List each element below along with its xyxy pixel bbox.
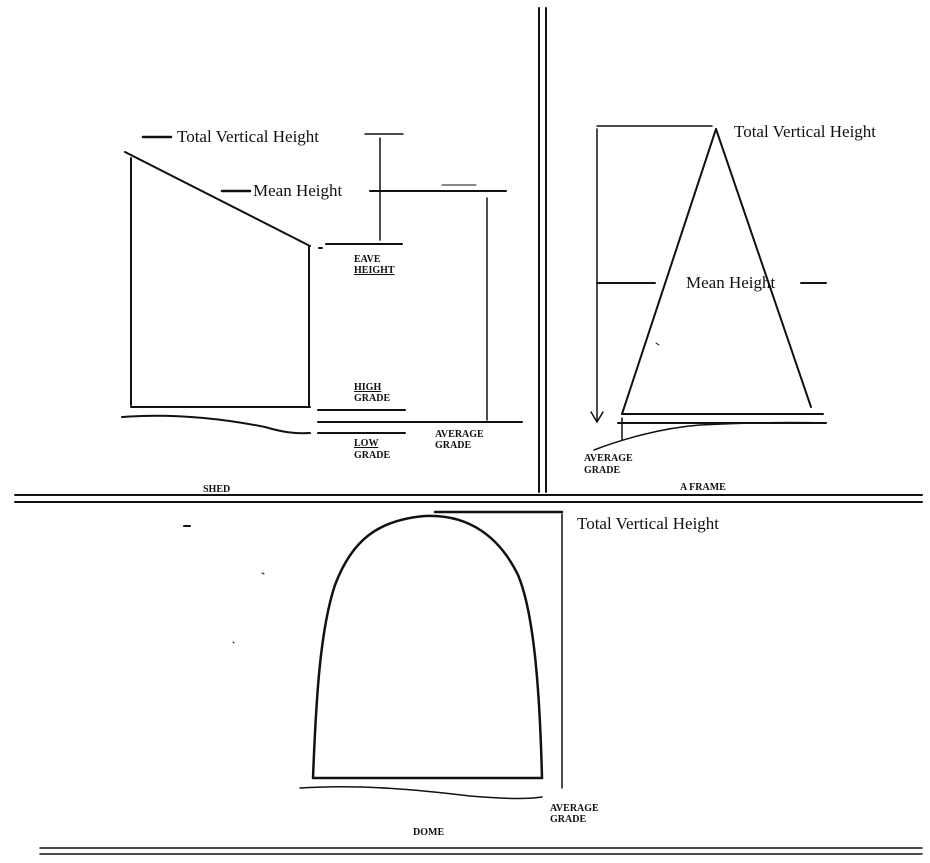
- aframe-average-label-line-2: GRADE: [584, 465, 620, 476]
- dome-total-height-label: Total Vertical Height: [577, 514, 719, 533]
- panel-dividers: [14, 7, 923, 855]
- dome-panel: Total Vertical Height AVERAGE GRADE DOME: [299, 510, 719, 838]
- aframe-dimension-lines: [590, 125, 827, 423]
- aframe-building-outline: [593, 128, 827, 451]
- aframe-panel: Total Vertical Height Mean Height AVERAG…: [584, 122, 876, 493]
- dome-dimension-lines: [433, 510, 564, 789]
- aframe-arrowhead-icon: [590, 411, 604, 423]
- aframe-mean-height-label: Mean Height: [686, 273, 776, 292]
- shed-panel: Total Vertical Height Mean Height EAVE H…: [121, 127, 523, 495]
- shed-low-label-line-1: LOW: [354, 438, 378, 449]
- shed-average-label-line-1: AVERAGE: [435, 429, 484, 440]
- shed-low-label-line-2: GRADE: [354, 450, 390, 461]
- dome-average-label-line-2: GRADE: [550, 814, 586, 825]
- shed-average-label-line-2: GRADE: [435, 440, 471, 451]
- shed-caption: SHED: [203, 484, 230, 495]
- dome-average-grade-label: AVERAGE GRADE: [550, 803, 601, 825]
- shed-eave-height-label: EAVE HEIGHT: [354, 254, 395, 276]
- shed-low-grade-label: LOW GRADE: [354, 438, 390, 461]
- shed-mean-height-label: Mean Height: [253, 181, 343, 200]
- shed-eave-label-line-2: HEIGHT: [354, 265, 395, 276]
- dome-building-outline: [299, 514, 544, 800]
- shed-high-label-line-1: HIGH: [354, 382, 381, 393]
- aframe-caption: A FRAME: [680, 482, 726, 493]
- shed-total-height-label: Total Vertical Height: [177, 127, 319, 146]
- shed-high-grade-label: HIGH GRADE: [354, 382, 390, 404]
- dome-caption: DOME: [413, 827, 444, 838]
- aframe-average-grade-label: AVERAGE GRADE: [584, 453, 635, 476]
- aframe-average-label-line-1: AVERAGE: [584, 453, 633, 464]
- scan-specks: [183, 247, 660, 644]
- shed-high-label-line-2: GRADE: [354, 393, 390, 404]
- aframe-total-height-label: Total Vertical Height: [734, 122, 876, 141]
- shed-building-outline: [121, 151, 311, 435]
- shed-eave-label-line-1: EAVE: [354, 254, 381, 265]
- shed-average-grade-label: AVERAGE GRADE: [435, 429, 486, 451]
- shed-dimension-lines: [141, 133, 523, 434]
- dome-average-label-line-1: AVERAGE: [550, 803, 599, 814]
